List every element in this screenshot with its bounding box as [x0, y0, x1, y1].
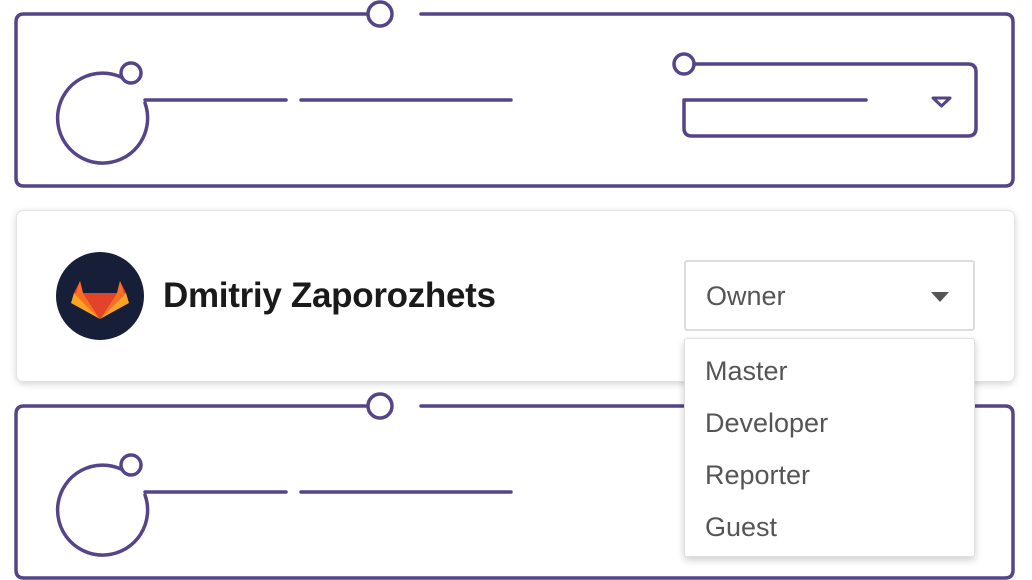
avatar	[56, 252, 144, 340]
role-select[interactable]: Owner	[684, 260, 975, 331]
role-option-guest[interactable]: Guest	[705, 512, 778, 542]
member-name: Dmitriy Zaporozhets	[163, 276, 496, 315]
role-option-developer[interactable]: Developer	[705, 408, 829, 438]
chevron-down-icon	[931, 292, 949, 302]
member-card: Dmitriy Zaporozhets Owner	[17, 211, 1014, 381]
role-option-reporter[interactable]: Reporter	[705, 460, 811, 490]
role-option-master[interactable]: Master	[705, 356, 788, 386]
placeholder-member-card-top	[14, 0, 1015, 188]
chevron-down-icon	[931, 96, 952, 108]
role-select-value: Owner	[706, 281, 786, 311]
placeholder-select-outline	[682, 62, 978, 138]
role-dropdown-menu: Master Developer Reporter Guest	[684, 338, 975, 557]
placeholder-member-card-bottom	[14, 392, 1015, 580]
gitlab-tanuki-icon	[71, 281, 129, 319]
